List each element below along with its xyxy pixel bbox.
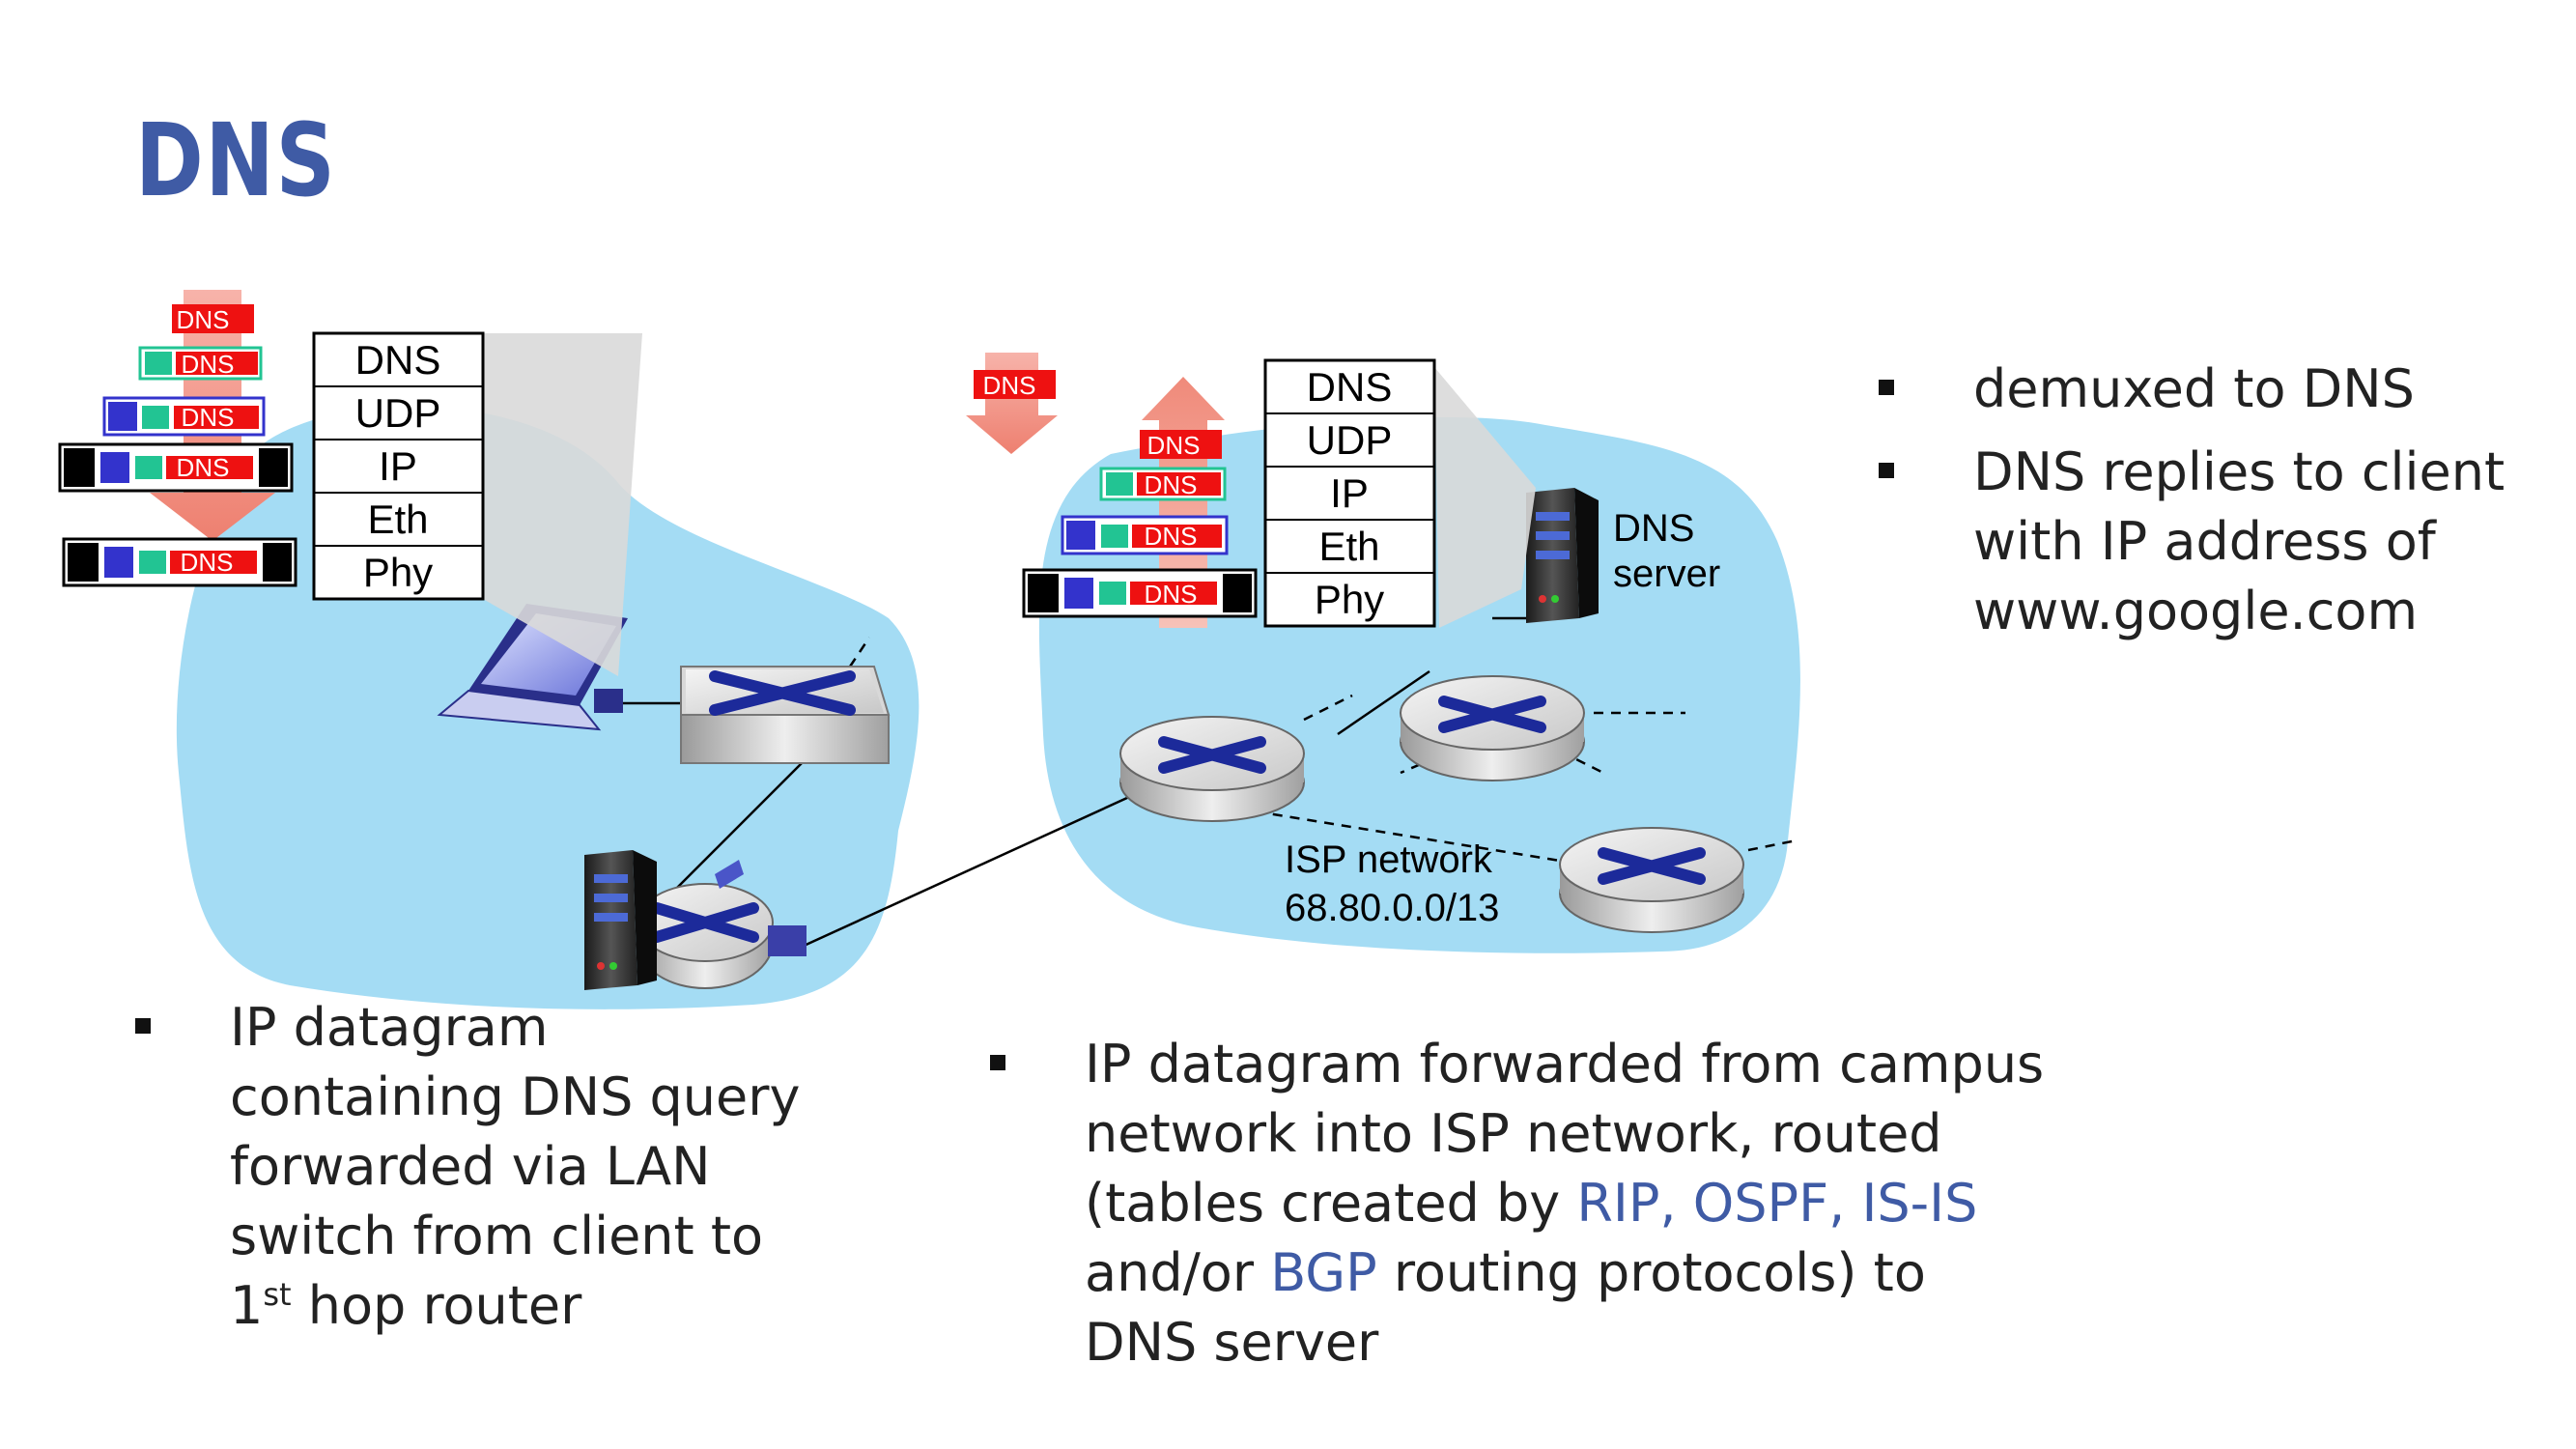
stack-layer-label: DNS	[1307, 364, 1393, 410]
packet-dns-label: DNS	[182, 350, 235, 379]
client-packets: DNS DNS DNS DNS DNS	[58, 304, 297, 587]
server-packets: DNS DNS DNS DNS DNS	[974, 370, 1258, 618]
first-hop-router-icon	[637, 860, 807, 989]
client-callout	[478, 333, 642, 676]
stack-layer-label: Eth	[367, 497, 428, 542]
bullets-bottom: IP datagram forwarded from campus networ…	[990, 1030, 2044, 1378]
packet-dns-label: DNS	[177, 305, 230, 334]
isp-router-icon	[1119, 716, 1305, 822]
stack-layer-label: UDP	[1307, 417, 1393, 463]
client-protocol-stack: DNS UDP IP Eth Phy	[312, 331, 485, 601]
bullet-item: IP datagram forwarded from campus networ…	[990, 1030, 2044, 1378]
stack-layer-label: Eth	[1318, 524, 1379, 569]
bullets-right: demuxed to DNS DNS replies to client wit…	[1879, 355, 2505, 646]
dns-server-label: DNS	[1613, 507, 1694, 550]
packet-dns-label: DNS	[1145, 470, 1198, 499]
bullet-item: IP datagram containing DNS query forward…	[135, 993, 800, 1341]
bgp-link: BGP	[1270, 1242, 1377, 1303]
isp-router-icon	[1559, 827, 1744, 933]
stack-layer-label: UDP	[355, 390, 441, 436]
campus-server-icon	[584, 850, 657, 990]
packet-dns-label: DNS	[983, 371, 1036, 400]
routing-protocols-link: RIP, OSPF, IS-IS	[1576, 1173, 1978, 1234]
isp-network-label: ISP network	[1285, 838, 1493, 881]
bullet-item: demuxed to DNS	[1879, 355, 2505, 424]
dns-server-label: server	[1613, 553, 1720, 595]
stack-layer-label: Phy	[1315, 577, 1384, 622]
bullets-left: IP datagram containing DNS query forward…	[135, 993, 800, 1341]
bullet-item: DNS replies to client with IP address of…	[1879, 438, 2505, 646]
packet-dns-label: DNS	[182, 403, 235, 432]
packet-dns-label: DNS	[1145, 522, 1198, 551]
down-arrow-icon	[966, 353, 1058, 454]
packet-dns-label: DNS	[181, 548, 234, 577]
stack-layer-label: DNS	[355, 337, 441, 383]
server-protocol-stack: DNS UDP IP Eth Phy	[1263, 358, 1436, 628]
lan-switch-icon	[680, 666, 891, 764]
stack-layer-label: IP	[379, 443, 417, 489]
packet-dns-label: DNS	[1147, 431, 1201, 460]
dns-server-icon	[1526, 488, 1599, 623]
packet-dns-label: DNS	[177, 453, 230, 482]
packet-dns-label: DNS	[1145, 580, 1198, 609]
server-callout	[1434, 367, 1536, 628]
isp-network-address: 68.80.0.0/13	[1285, 887, 1499, 929]
slide-title: DNS	[135, 101, 337, 219]
stack-layer-label: IP	[1330, 470, 1369, 516]
isp-router-icon	[1400, 675, 1585, 781]
stack-layer-label: Phy	[363, 550, 433, 595]
